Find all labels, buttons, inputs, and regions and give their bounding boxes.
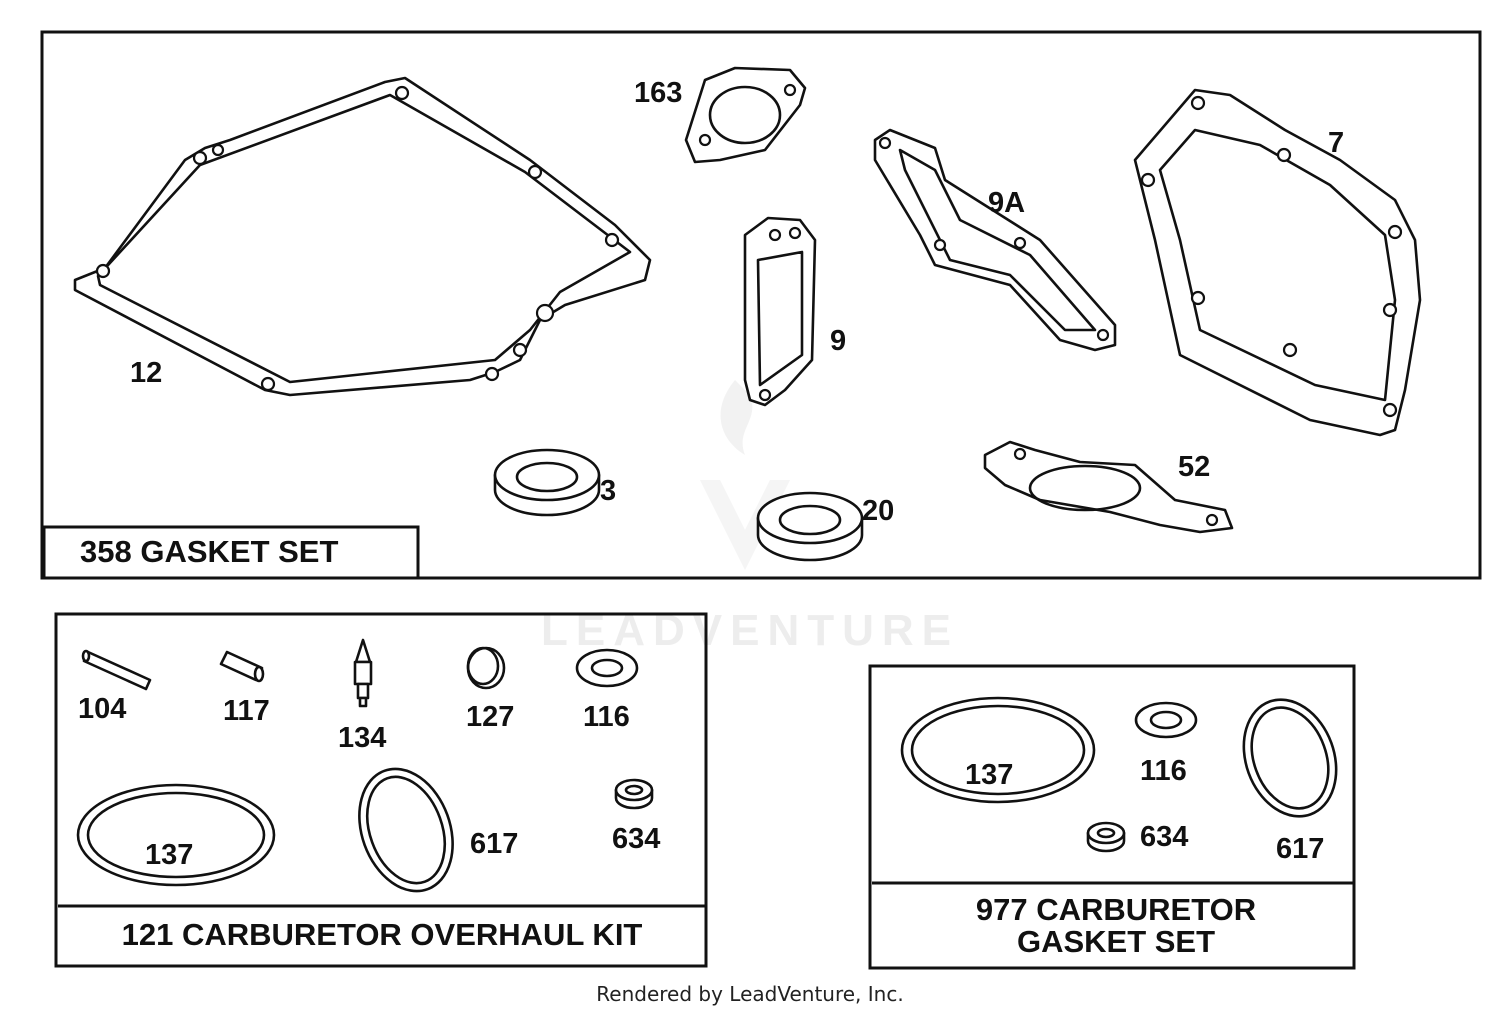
label-127: 127 [466,701,514,733]
part-634-seal-b [1086,821,1126,853]
label-117: 117 [223,695,270,727]
part-617-ring [358,767,454,893]
part-134-needle [353,638,373,708]
part-7-head-gasket [1133,88,1422,437]
part-116-washer [575,648,639,688]
panel-gasket-set-title: 358 GASKET SET [80,534,338,569]
part-20-oil-seal [756,491,864,562]
part-634-seal [614,778,654,810]
part-127-plug [466,646,506,690]
label-617: 617 [470,828,518,860]
label-9a: 9A [988,187,1025,219]
part-117-sleeve [219,650,265,683]
label-116-b: 116 [1140,755,1187,787]
part-104-pin [81,649,152,691]
part-9-gasket [743,216,817,407]
footer-rendered-by: Rendered by LeadVenture, Inc. [596,982,904,1006]
part-137-ring [76,783,276,887]
panel-carb-overhaul-kit: 121 CARBURETOR OVERHAUL KIT 104 117 134 … [54,612,708,968]
label-20: 20 [862,495,894,527]
part-137-ring-b [900,696,1096,804]
part-163-gasket [684,66,807,164]
part-52-gasket [983,440,1234,534]
label-163: 163 [634,77,682,109]
label-52: 52 [1178,451,1210,483]
part-116-washer-b [1134,701,1198,739]
label-7: 7 [1328,127,1344,159]
label-104: 104 [78,693,126,725]
panel-gasket-set: 358 GASKET SET 12 163 9A [40,30,1482,580]
part-617-ring-b [1242,698,1338,818]
label-137: 137 [145,839,193,871]
label-12: 12 [130,357,162,389]
panel-carb-overhaul-title: 121 CARBURETOR OVERHAUL KIT [122,917,643,952]
panel-carb-gasket-title-line1: 977 CARBURETOR [976,892,1256,927]
label-116: 116 [583,701,630,733]
panel-carb-gasket-set: 977 CARBURETOR GASKET SET 137 116 634 61… [868,664,1356,970]
part-12-crankcase-gasket [73,76,652,397]
label-134: 134 [338,722,386,754]
label-9: 9 [830,325,846,357]
part-9a-gasket [873,128,1117,352]
label-137-b: 137 [965,759,1013,791]
label-3: 3 [600,475,616,507]
part-3-oil-seal [493,448,601,517]
label-617-b: 617 [1276,833,1324,865]
panel-carb-gasket-title-line2: GASKET SET [1017,924,1215,959]
label-634: 634 [612,823,660,855]
label-634-b: 634 [1140,821,1188,853]
